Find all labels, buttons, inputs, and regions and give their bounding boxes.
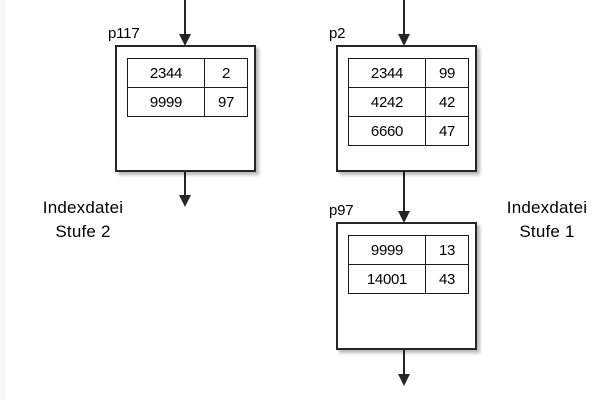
table-row[interactable]: 2344 2 <box>127 58 248 88</box>
record-key: 9999 <box>127 87 205 117</box>
record-ptr: 42 <box>425 87 469 117</box>
table-row[interactable]: 4242 42 <box>348 87 469 117</box>
table-row[interactable]: 6660 47 <box>348 116 469 146</box>
caption-left: Indexdatei Stufe 2 <box>42 198 124 241</box>
record-ptr: 2 <box>204 58 248 88</box>
page-label-p2: p2 <box>329 25 346 42</box>
arrow-out-of-p97 <box>398 349 410 386</box>
record-ptr: 43 <box>425 264 469 294</box>
page-box-p117[interactable]: 2344 2 9999 97 <box>115 45 256 172</box>
record-key: 6660 <box>348 116 426 146</box>
record-key: 4242 <box>348 87 426 117</box>
record-table-p2: 2344 99 4242 42 6660 47 <box>348 58 469 146</box>
table-row[interactable]: 2344 99 <box>348 58 469 88</box>
caption-right: Indexdatei Stufe 1 <box>506 198 588 241</box>
table-row[interactable]: 14001 43 <box>348 264 469 294</box>
record-table-p117: 2344 2 9999 97 <box>127 58 248 117</box>
page-box-p2[interactable]: 2344 99 4242 42 6660 47 <box>336 45 477 172</box>
record-ptr: 99 <box>425 58 469 88</box>
arrow-out-of-p117 <box>179 171 191 207</box>
table-row[interactable]: 9999 97 <box>127 87 248 117</box>
record-key: 2344 <box>348 58 426 88</box>
record-key: 9999 <box>348 235 426 265</box>
record-ptr: 97 <box>204 87 248 117</box>
arrow-into-p2 <box>398 0 410 46</box>
page-label-p117: p117 <box>108 25 140 42</box>
record-table-p97: 9999 13 14001 43 <box>348 235 469 294</box>
record-key: 2344 <box>127 58 205 88</box>
page-box-p97[interactable]: 9999 13 14001 43 <box>336 222 477 350</box>
record-key: 14001 <box>348 264 426 294</box>
arrow-p2-to-p97 <box>398 171 410 223</box>
page-label-p97: p97 <box>329 202 354 219</box>
left-margin-strip <box>0 0 6 400</box>
arrow-into-p117 <box>179 0 191 46</box>
record-ptr: 13 <box>425 235 469 265</box>
table-row[interactable]: 9999 13 <box>348 235 469 265</box>
record-ptr: 47 <box>425 116 469 146</box>
